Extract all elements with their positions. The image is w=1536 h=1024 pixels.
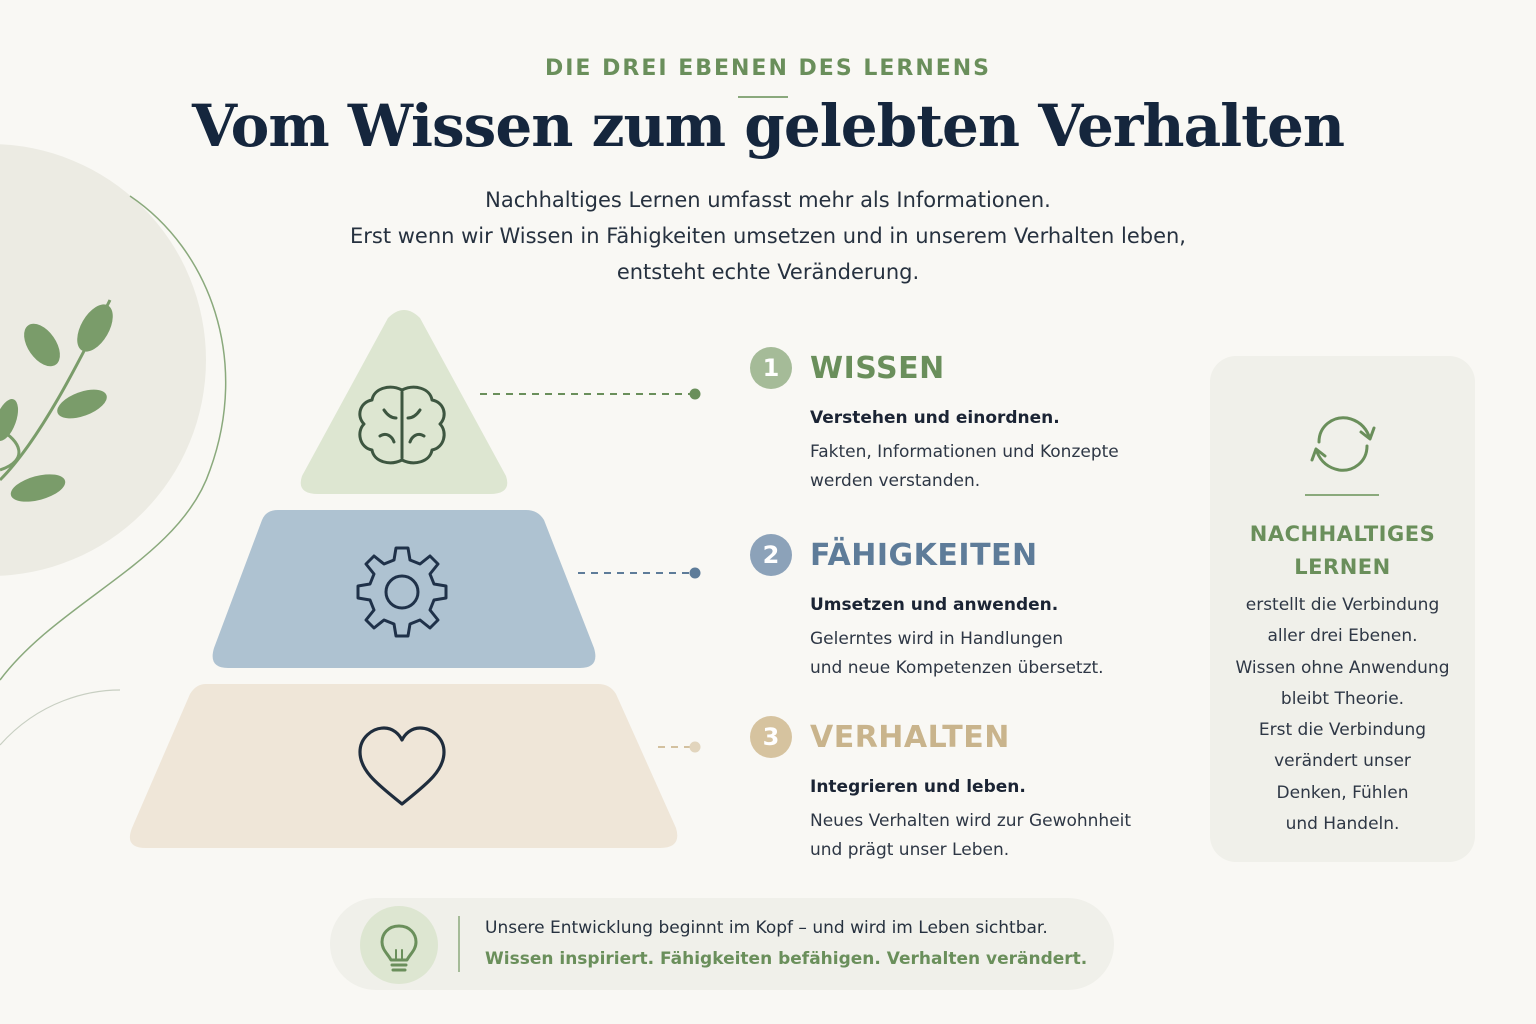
level-title: WISSEN	[810, 350, 945, 386]
level-title: VERHALTEN	[810, 719, 1010, 755]
card-divider	[1305, 494, 1379, 496]
summary-banner: Unsere Entwicklung beginnt im Kopf – und…	[330, 898, 1114, 990]
level-number: 2	[750, 534, 792, 576]
pyramid-tier-faehigkeiten	[212, 510, 596, 668]
description-line: werden verstanden.	[810, 471, 981, 491]
card-text-line: Denken, Fühlen	[1276, 782, 1409, 803]
card-text-line: bleibt Theorie.	[1280, 688, 1405, 709]
description-line: Gelerntes wird in Handlungen	[810, 629, 1064, 649]
brain-icon	[358, 385, 446, 465]
lightbulb-badge	[360, 906, 438, 984]
level-subtitle: Umsetzen und anwenden.	[810, 595, 1059, 615]
banner-divider	[458, 916, 460, 972]
card-text-line: und Handeln.	[1285, 814, 1400, 835]
level-number: 1	[750, 347, 792, 389]
connector-dot-verhalten	[689, 741, 701, 753]
gear-icon	[356, 546, 448, 638]
card-text-line: Wissen ohne Anwendung	[1235, 657, 1450, 678]
level-subtitle: Verstehen und einordnen.	[810, 408, 1060, 428]
banner-line-2: Wissen inspiriert. Fähigkeiten befähigen…	[485, 949, 1088, 969]
level-description: Neues Verhalten wird zur Gewohnheit und …	[810, 807, 1170, 865]
page-title: Vom Wissen zum gelebten Verhalten	[191, 92, 1345, 160]
card-text-line: verändert unser	[1274, 751, 1411, 772]
description-line: und prägt unser Leben.	[810, 840, 1010, 860]
leaf-branch-icon	[0, 299, 113, 502]
card-text: erstellt die Verbindung aller drei Ebene…	[1210, 590, 1475, 840]
card-text-line: aller drei Ebenen.	[1267, 626, 1418, 647]
title-divider	[738, 96, 788, 98]
description-line: Fakten, Informationen und Konzepte	[810, 442, 1119, 462]
level-description: Gelerntes wird in Handlungen und neue Ko…	[810, 625, 1170, 683]
pyramid-diagram	[129, 310, 701, 848]
card-title-line: NACHHALTIGES	[1249, 522, 1436, 546]
level-title: FÄHIGKEITEN	[810, 537, 1038, 573]
banner-line-1: Unsere Entwicklung beginnt im Kopf – und…	[485, 918, 1048, 938]
level-wissen: 1 WISSEN Verstehen und einordnen. Fakten…	[750, 346, 1170, 496]
intro-line: Erst wenn wir Wissen in Fähigkeiten umse…	[349, 224, 1186, 248]
description-line: Neues Verhalten wird zur Gewohnheit	[810, 811, 1132, 831]
card-title: NACHHALTIGES LERNEN	[1210, 518, 1475, 584]
level-verhalten: 3 VERHALTEN Integrieren und leben. Neues…	[750, 715, 1170, 865]
connector-dot-faehigkeiten	[689, 567, 701, 579]
level-description: Fakten, Informationen und Konzepte werde…	[810, 438, 1170, 496]
decorative-curve	[0, 195, 227, 681]
description-line: und neue Kompetenzen übersetzt.	[810, 658, 1104, 678]
intro-line: entsteht echte Veränderung.	[616, 260, 920, 284]
level-subtitle: Integrieren und leben.	[810, 777, 1026, 797]
eyebrow-heading: DIE DREI EBENEN DES LERNENS	[544, 56, 992, 81]
pyramid-tier-wissen	[300, 310, 508, 494]
card-text-line: Erst die Verbindung	[1258, 720, 1427, 741]
pyramid-tier-verhalten	[129, 684, 678, 848]
leaf-decoration	[0, 144, 227, 746]
sustainable-learning-card: NACHHALTIGES LERNEN erstellt die Verbind…	[1210, 356, 1475, 862]
intro-text: Nachhaltiges Lernen umfasst mehr als Inf…	[0, 182, 1536, 290]
level-faehigkeiten: 2 FÄHIGKEITEN Umsetzen und anwenden. Gel…	[750, 533, 1170, 683]
decorative-curve-lower	[0, 689, 121, 746]
card-text-line: erstellt die Verbindung	[1245, 595, 1440, 615]
connector-dot-wissen	[689, 388, 701, 400]
intro-line: Nachhaltiges Lernen umfasst mehr als Inf…	[485, 188, 1051, 212]
lightbulb-icon	[380, 924, 418, 972]
heart-icon	[358, 726, 446, 806]
level-number: 3	[750, 716, 792, 758]
card-title-line: LERNEN	[1294, 555, 1391, 579]
cycle-arrows-icon	[1310, 416, 1376, 472]
background-circle	[0, 144, 206, 576]
